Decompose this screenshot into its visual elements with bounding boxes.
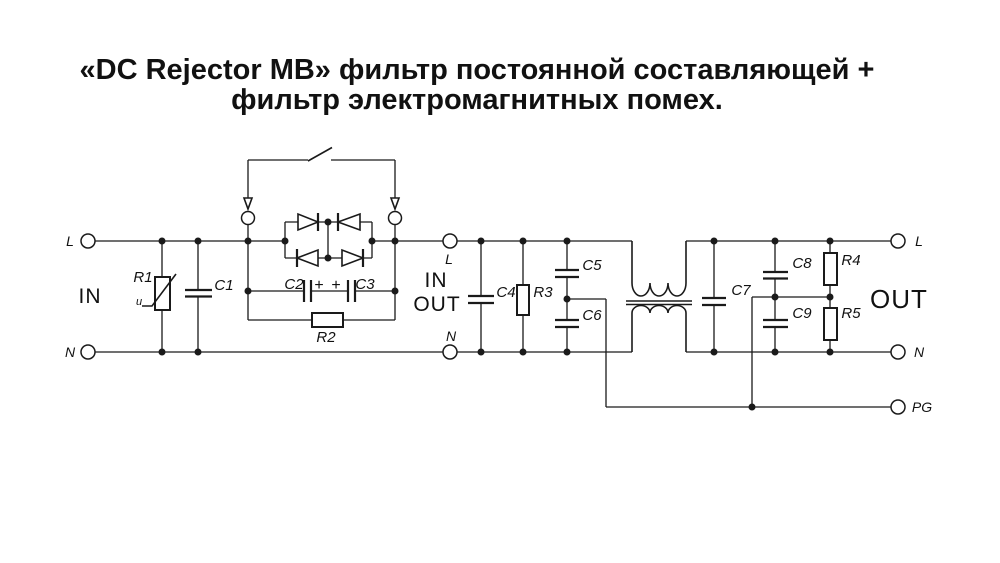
c7-label: C7: [731, 282, 751, 299]
r1-label: R1: [133, 269, 152, 286]
r5-body: [823, 307, 838, 341]
switch-blade: [307, 146, 333, 162]
capacitor-plates: [555, 268, 579, 279]
junction-dots: [158, 218, 834, 411]
capacitor-plates: [702, 296, 726, 307]
interstage-section: L IN OUT N: [413, 251, 460, 344]
interstage-out-label: OUT: [413, 293, 460, 316]
c4-label: C4: [496, 284, 515, 301]
c2-plates: [302, 280, 313, 302]
resistor-r3: R3: [516, 241, 553, 352]
varistor-u-label: u: [136, 296, 142, 308]
wire-mid-junction: [751, 296, 830, 407]
terminals: [80, 233, 906, 415]
interstage-n-label: N: [446, 328, 457, 344]
diode-bridge: [284, 212, 373, 268]
dc-rejector-section: C2 + + C3 R2: [240, 146, 403, 346]
capacitor-c6: C6: [555, 299, 602, 352]
c6-label: C6: [582, 307, 602, 324]
diode-bottom-right: [341, 248, 366, 268]
c2-label: C2: [284, 276, 304, 293]
capacitor-c8: C8: [763, 241, 812, 297]
switch-drops: [247, 160, 396, 198]
wiring: [95, 240, 891, 408]
capacitors-c2-c3: C2 + + C3: [248, 276, 395, 302]
output-section: OUT L N PG: [870, 233, 932, 415]
output-terminal-pg-label: PG: [912, 399, 932, 415]
plug-arrow-left-icon: [242, 197, 254, 212]
output-terminal-l-label: L: [915, 233, 923, 249]
terminal-out-pg: [890, 399, 906, 415]
diode-top-right: [335, 212, 361, 232]
resistor-r4: R4: [823, 241, 861, 297]
capacitor-plates: [555, 318, 579, 329]
capacitor-c4: C4: [468, 241, 516, 352]
c2-polarity: +: [314, 277, 323, 294]
r4-label: R4: [841, 252, 860, 269]
capacitor-c1: C1: [185, 241, 234, 352]
input-terminal-l-label: L: [66, 233, 74, 249]
terminal-out-l: [890, 233, 906, 249]
capacitor-c5: C5: [555, 241, 602, 299]
c1-label: C1: [214, 277, 233, 294]
r3-body: [516, 284, 530, 316]
interstage-l-label: L: [445, 251, 453, 267]
terminal-mid-n: [442, 344, 458, 360]
plug-arrow-right-icon: [389, 197, 401, 212]
c5-label: C5: [582, 257, 602, 274]
output-label: OUT: [870, 284, 928, 314]
r2-body: [311, 312, 344, 328]
page-title: «DC Rejector MB» фильтр постоянной соста…: [80, 54, 875, 116]
terminal-in-l: [80, 233, 96, 249]
title-line-2: фильтр электромагнитных помех.: [231, 84, 723, 116]
resistor-r2: R2: [248, 312, 395, 346]
c8-label: C8: [792, 255, 812, 272]
r2-label: R2: [316, 329, 336, 346]
varistor-r1: u R1: [133, 241, 177, 352]
capacitor-plates: [763, 270, 788, 280]
jumper-terminal-left: [240, 210, 256, 226]
diode-bottom-left: [294, 248, 319, 268]
common-mode-choke: [626, 241, 692, 352]
diode-top-left: [297, 212, 321, 232]
r5-label: R5: [841, 305, 861, 322]
input-section: IN L N u R1 C1: [65, 233, 234, 360]
capacitor-plates: [185, 288, 212, 298]
input-label: IN: [79, 285, 102, 308]
c9-label: C9: [792, 305, 812, 322]
choke-core: [626, 300, 692, 306]
terminal-mid-l: [442, 233, 458, 249]
interstage-in-label: IN: [425, 269, 448, 292]
input-terminal-n-label: N: [65, 344, 76, 360]
capacitor-plates: [468, 294, 494, 305]
r3-label: R3: [533, 284, 553, 301]
output-terminal-n-label: N: [914, 344, 925, 360]
terminal-out-n: [890, 344, 906, 360]
c3-polarity: +: [331, 277, 340, 294]
c3-label: C3: [355, 276, 375, 293]
capacitor-c7: C7: [702, 241, 751, 352]
r4-body: [823, 252, 838, 286]
resistor-r5: R5: [823, 297, 861, 352]
emi-filter-section: C4 R3 C5 C6 C7: [468, 241, 861, 352]
varistor-stroke: [142, 273, 177, 307]
title-line-1: «DC Rejector MB» фильтр постоянной соста…: [80, 54, 875, 86]
terminal-in-n: [80, 344, 96, 360]
varistor-body: [154, 276, 171, 311]
c3-plates: [346, 280, 357, 302]
jumper-terminal-right: [387, 210, 403, 226]
bypass-switch: [240, 146, 403, 226]
choke-winding-top: [631, 241, 687, 297]
capacitor-plates: [763, 318, 788, 329]
capacitor-c9: C9: [763, 297, 812, 352]
choke-winding-bottom: [631, 304, 687, 352]
